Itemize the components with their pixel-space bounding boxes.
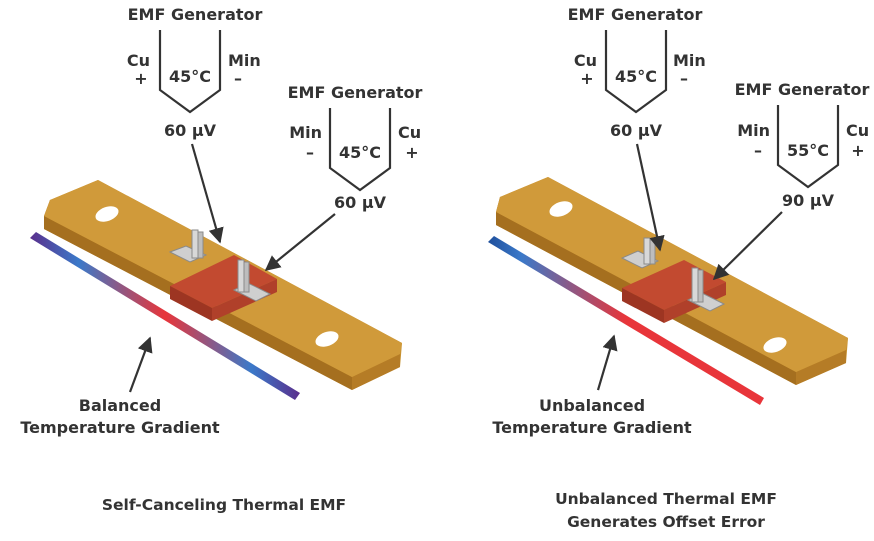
svg-text:60 μV: 60 μV	[164, 121, 217, 140]
right-arrow-gen-a	[635, 143, 665, 252]
svg-text:–: –	[234, 69, 242, 88]
right-gradient-label-line1: Unbalanced	[539, 396, 645, 415]
svg-text:+: +	[134, 69, 147, 88]
left-emf-generator-b: EMF Generator Min – 45°C Cu + 60 μV	[288, 83, 423, 212]
svg-text:EMF Generator: EMF Generator	[568, 5, 703, 24]
svg-text:60 μV: 60 μV	[334, 193, 387, 212]
svg-text:+: +	[405, 143, 418, 162]
right-emf-generator-b: EMF Generator Min – 55°C Cu + 90 μV	[735, 80, 870, 210]
left-caption: Self-Canceling Thermal EMF	[102, 496, 346, 514]
svg-text:Min: Min	[673, 51, 706, 70]
left-arrow-gradient	[128, 336, 153, 393]
svg-text:45°C: 45°C	[169, 67, 211, 86]
svg-text:+: +	[580, 69, 593, 88]
svg-text:EMF Generator: EMF Generator	[735, 80, 870, 99]
svg-text:EMF Generator: EMF Generator	[128, 5, 263, 24]
svg-text:45°C: 45°C	[615, 67, 657, 86]
svg-text:55°C: 55°C	[787, 141, 829, 160]
svg-text:Cu: Cu	[398, 123, 421, 142]
svg-text:EMF Generator: EMF Generator	[288, 83, 423, 102]
svg-text:–: –	[680, 69, 688, 88]
svg-text:Min: Min	[737, 121, 770, 140]
left-emf-generator-a: EMF Generator Cu + 45°C Min – 60 μV	[127, 5, 263, 140]
left-balanced-gradient-strip	[30, 232, 300, 400]
svg-text:+: +	[851, 141, 864, 160]
right-panel: EMF Generator Cu + 45°C Min – 60 μV EMF …	[488, 5, 870, 531]
svg-text:–: –	[754, 141, 762, 160]
left-gradient-label-line1: Balanced	[79, 396, 161, 415]
right-unbalanced-gradient-strip	[488, 236, 764, 405]
right-arrow-gradient	[596, 334, 618, 391]
svg-text:90 μV: 90 μV	[782, 191, 835, 210]
svg-text:Min: Min	[228, 51, 261, 70]
left-arrow-gen-a	[190, 143, 224, 244]
left-arrow-gen-b	[264, 213, 336, 271]
right-caption-line2: Generates Offset Error	[567, 513, 765, 531]
left-gradient-label-line2: Temperature Gradient	[20, 418, 220, 437]
right-arrow-gen-b	[712, 211, 783, 281]
left-sense-pin-b	[232, 259, 272, 302]
svg-text:45°C: 45°C	[339, 143, 381, 162]
right-emf-generator-a: EMF Generator Cu + 45°C Min – 60 μV	[568, 5, 706, 140]
right-gradient-label-line2: Temperature Gradient	[492, 418, 692, 437]
right-caption-line1: Unbalanced Thermal EMF	[555, 490, 777, 508]
svg-text:Min: Min	[289, 123, 322, 142]
left-sense-pin-a	[168, 229, 208, 263]
svg-text:–: –	[306, 143, 314, 162]
svg-text:60 μV: 60 μV	[610, 121, 663, 140]
svg-text:Cu: Cu	[846, 121, 869, 140]
left-panel: EMF Generator Cu + 45°C Min – 60 μV EMF …	[20, 5, 422, 514]
svg-text:Cu: Cu	[127, 51, 150, 70]
right-sense-pin-b	[686, 267, 726, 312]
svg-text:Cu: Cu	[574, 51, 597, 70]
